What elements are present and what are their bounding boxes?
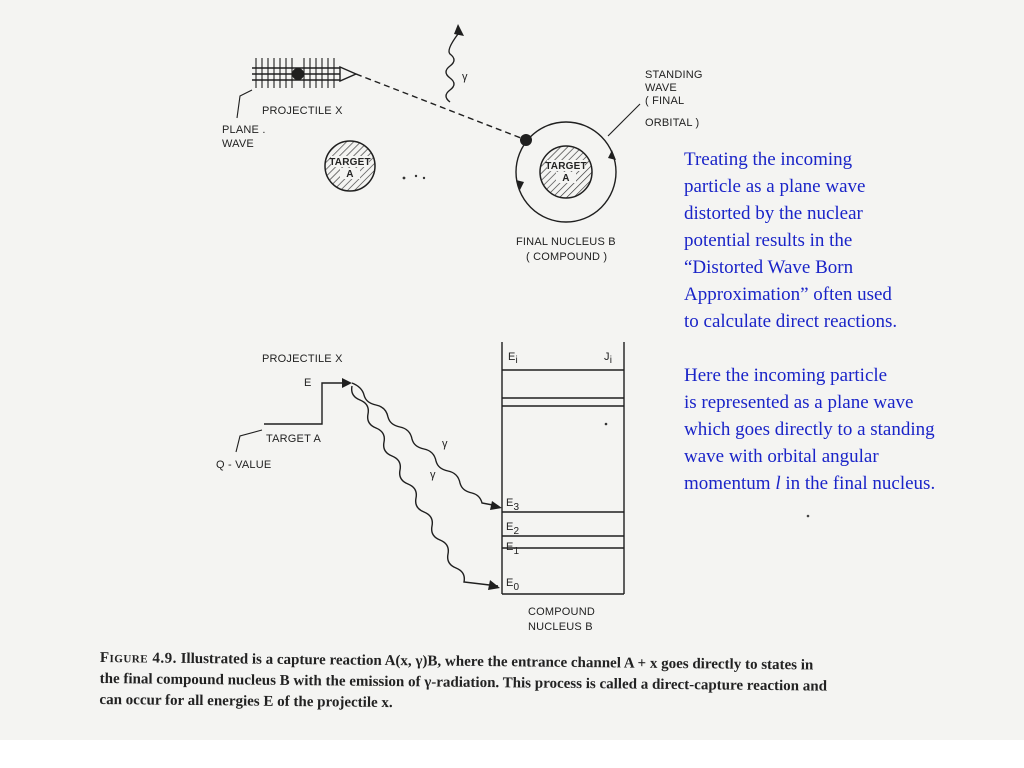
q-value-label: Q - VALUE <box>216 459 271 471</box>
plane-wave-label-line1: PLANE . <box>222 124 266 136</box>
standing-wave-label-line1: STANDING <box>645 69 703 81</box>
projectile-trajectory <box>355 73 527 141</box>
e3-label: E3 <box>506 497 520 513</box>
scan-speck <box>806 514 810 518</box>
gamma-arrow-icon <box>490 501 502 510</box>
level-projectile-label: PROJECTILE X <box>262 353 343 365</box>
scan-speck <box>422 176 426 180</box>
standing-wave-label-line2: WAVE <box>645 82 677 94</box>
initial-target-nucleus: TARGET A <box>324 140 376 192</box>
captured-particle <box>520 134 532 146</box>
compound-label-top: ( COMPOUND ) <box>526 251 607 263</box>
scan-speck <box>402 176 406 180</box>
explanation-paragraph-2-tail: in the final nucleus. <box>780 473 936 494</box>
projectile-arrowhead <box>339 65 358 83</box>
plane-wave-pointer <box>236 89 253 119</box>
gamma-photon-wave <box>445 33 459 103</box>
projectile-energy-label: E <box>304 377 312 389</box>
projectile-particle <box>292 68 304 80</box>
explanation-paragraph-1: Treating the incoming particle as a plan… <box>684 149 898 332</box>
scan-speck <box>414 174 418 178</box>
gamma-arrow-icon <box>488 580 500 590</box>
standing-wave-pointer <box>607 103 641 137</box>
gamma-label-top: γ <box>462 71 468 83</box>
standing-wave-label-line3: ( FINAL <box>645 95 684 107</box>
orbit-arrow-icon <box>516 180 524 190</box>
compound-nucleus-label-line2: NUCLEUS B <box>528 621 593 633</box>
target-a-label-left: A <box>346 169 353 180</box>
explanation-paragraph-2: Here the incoming particle is represente… <box>684 362 1014 497</box>
figure-caption: Figure 4.9. Illustrated is a capture rea… <box>99 648 830 719</box>
level-target-label: TARGET A <box>266 433 321 445</box>
gamma-label-upper: γ <box>442 438 448 450</box>
plane-wave-label-line2: WAVE <box>222 138 254 150</box>
e2-label: E2 <box>506 521 520 537</box>
final-nucleus: TARGET A <box>515 121 617 223</box>
explanation-text: Treating the incoming particle as a plan… <box>684 146 1014 497</box>
projectile-label: PROJECTILE X <box>262 105 343 117</box>
target-a-label-right: A <box>562 173 569 184</box>
reaction-diagram: PROJECTILE X PLANE . WAVE γ TARGET A TAR… <box>216 24 810 633</box>
orbit-arrow-icon <box>608 150 616 160</box>
gamma-arrow-icon <box>454 24 464 36</box>
ei-label: Ei <box>508 351 518 366</box>
entrance-channel-step <box>264 382 342 425</box>
target-label-right: TARGET <box>545 161 587 172</box>
compound-level-scheme <box>501 342 625 595</box>
target-label-left: TARGET <box>329 157 371 168</box>
standing-wave-orbit <box>515 121 617 223</box>
explanation-paragraph-2-text: Here the incoming particle is represente… <box>684 365 935 494</box>
final-nucleus-label: FINAL NUCLEUS B <box>516 236 616 248</box>
compound-nucleus-label-line1: COMPOUND <box>528 606 595 618</box>
entrance-arrow-icon <box>342 378 352 388</box>
scan-speck <box>604 422 608 426</box>
q-value-pointer <box>235 429 263 453</box>
e1-label: E1 <box>506 541 520 557</box>
plane-wave-fronts <box>255 58 335 88</box>
figure-number: Figure 4.9. <box>99 649 177 667</box>
plane-wave-projectile <box>252 58 358 88</box>
gamma-cascade-to-e0 <box>350 385 499 587</box>
e0-label: E0 <box>506 577 520 593</box>
figure-caption-text: Illustrated is a capture reaction A(x, γ… <box>99 650 828 712</box>
orbital-momentum-symbol: l <box>775 473 781 494</box>
standing-wave-label-line4: ORBITAL ) <box>645 117 699 129</box>
gamma-cascade-to-e3 <box>351 382 499 507</box>
ji-label: Ji <box>604 351 612 366</box>
gamma-label-lower: γ <box>430 469 436 481</box>
